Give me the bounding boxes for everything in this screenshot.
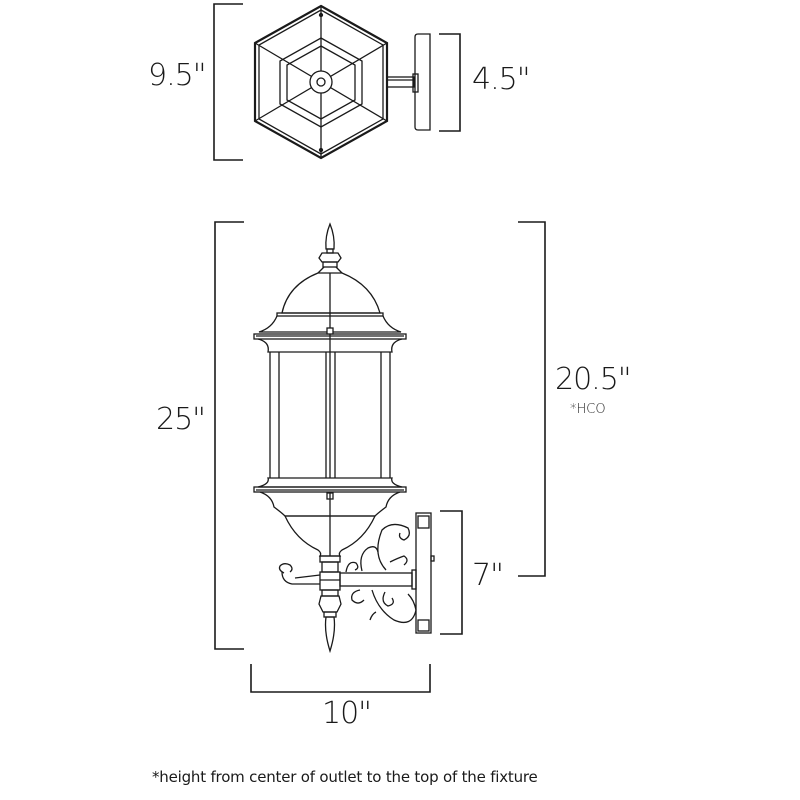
overall-height-label: 25" [156,402,206,437]
mounting-arm [278,523,417,624]
top-view-projection-label: 4.5" [472,62,531,97]
width-bracket-side-view [250,664,431,693]
backplate-height-label: 7" [472,558,504,593]
height-bracket [214,221,244,650]
hco-footnote: *height from center of outlet to the top… [152,768,538,786]
hco-bracket [518,221,546,577]
hco-height-label: 20.5" [555,362,632,397]
side-view [214,221,546,693]
backplate [415,512,435,634]
top-view-width-label: 9.5" [148,58,207,93]
overall-width-label: 10" [322,696,372,731]
width-bracket-top-view [213,3,243,161]
backplate-bracket [440,510,463,635]
projection-bracket [439,33,461,132]
top-view [213,3,461,161]
lantern-cage [269,352,391,478]
hco-note: *HCO [570,402,606,417]
